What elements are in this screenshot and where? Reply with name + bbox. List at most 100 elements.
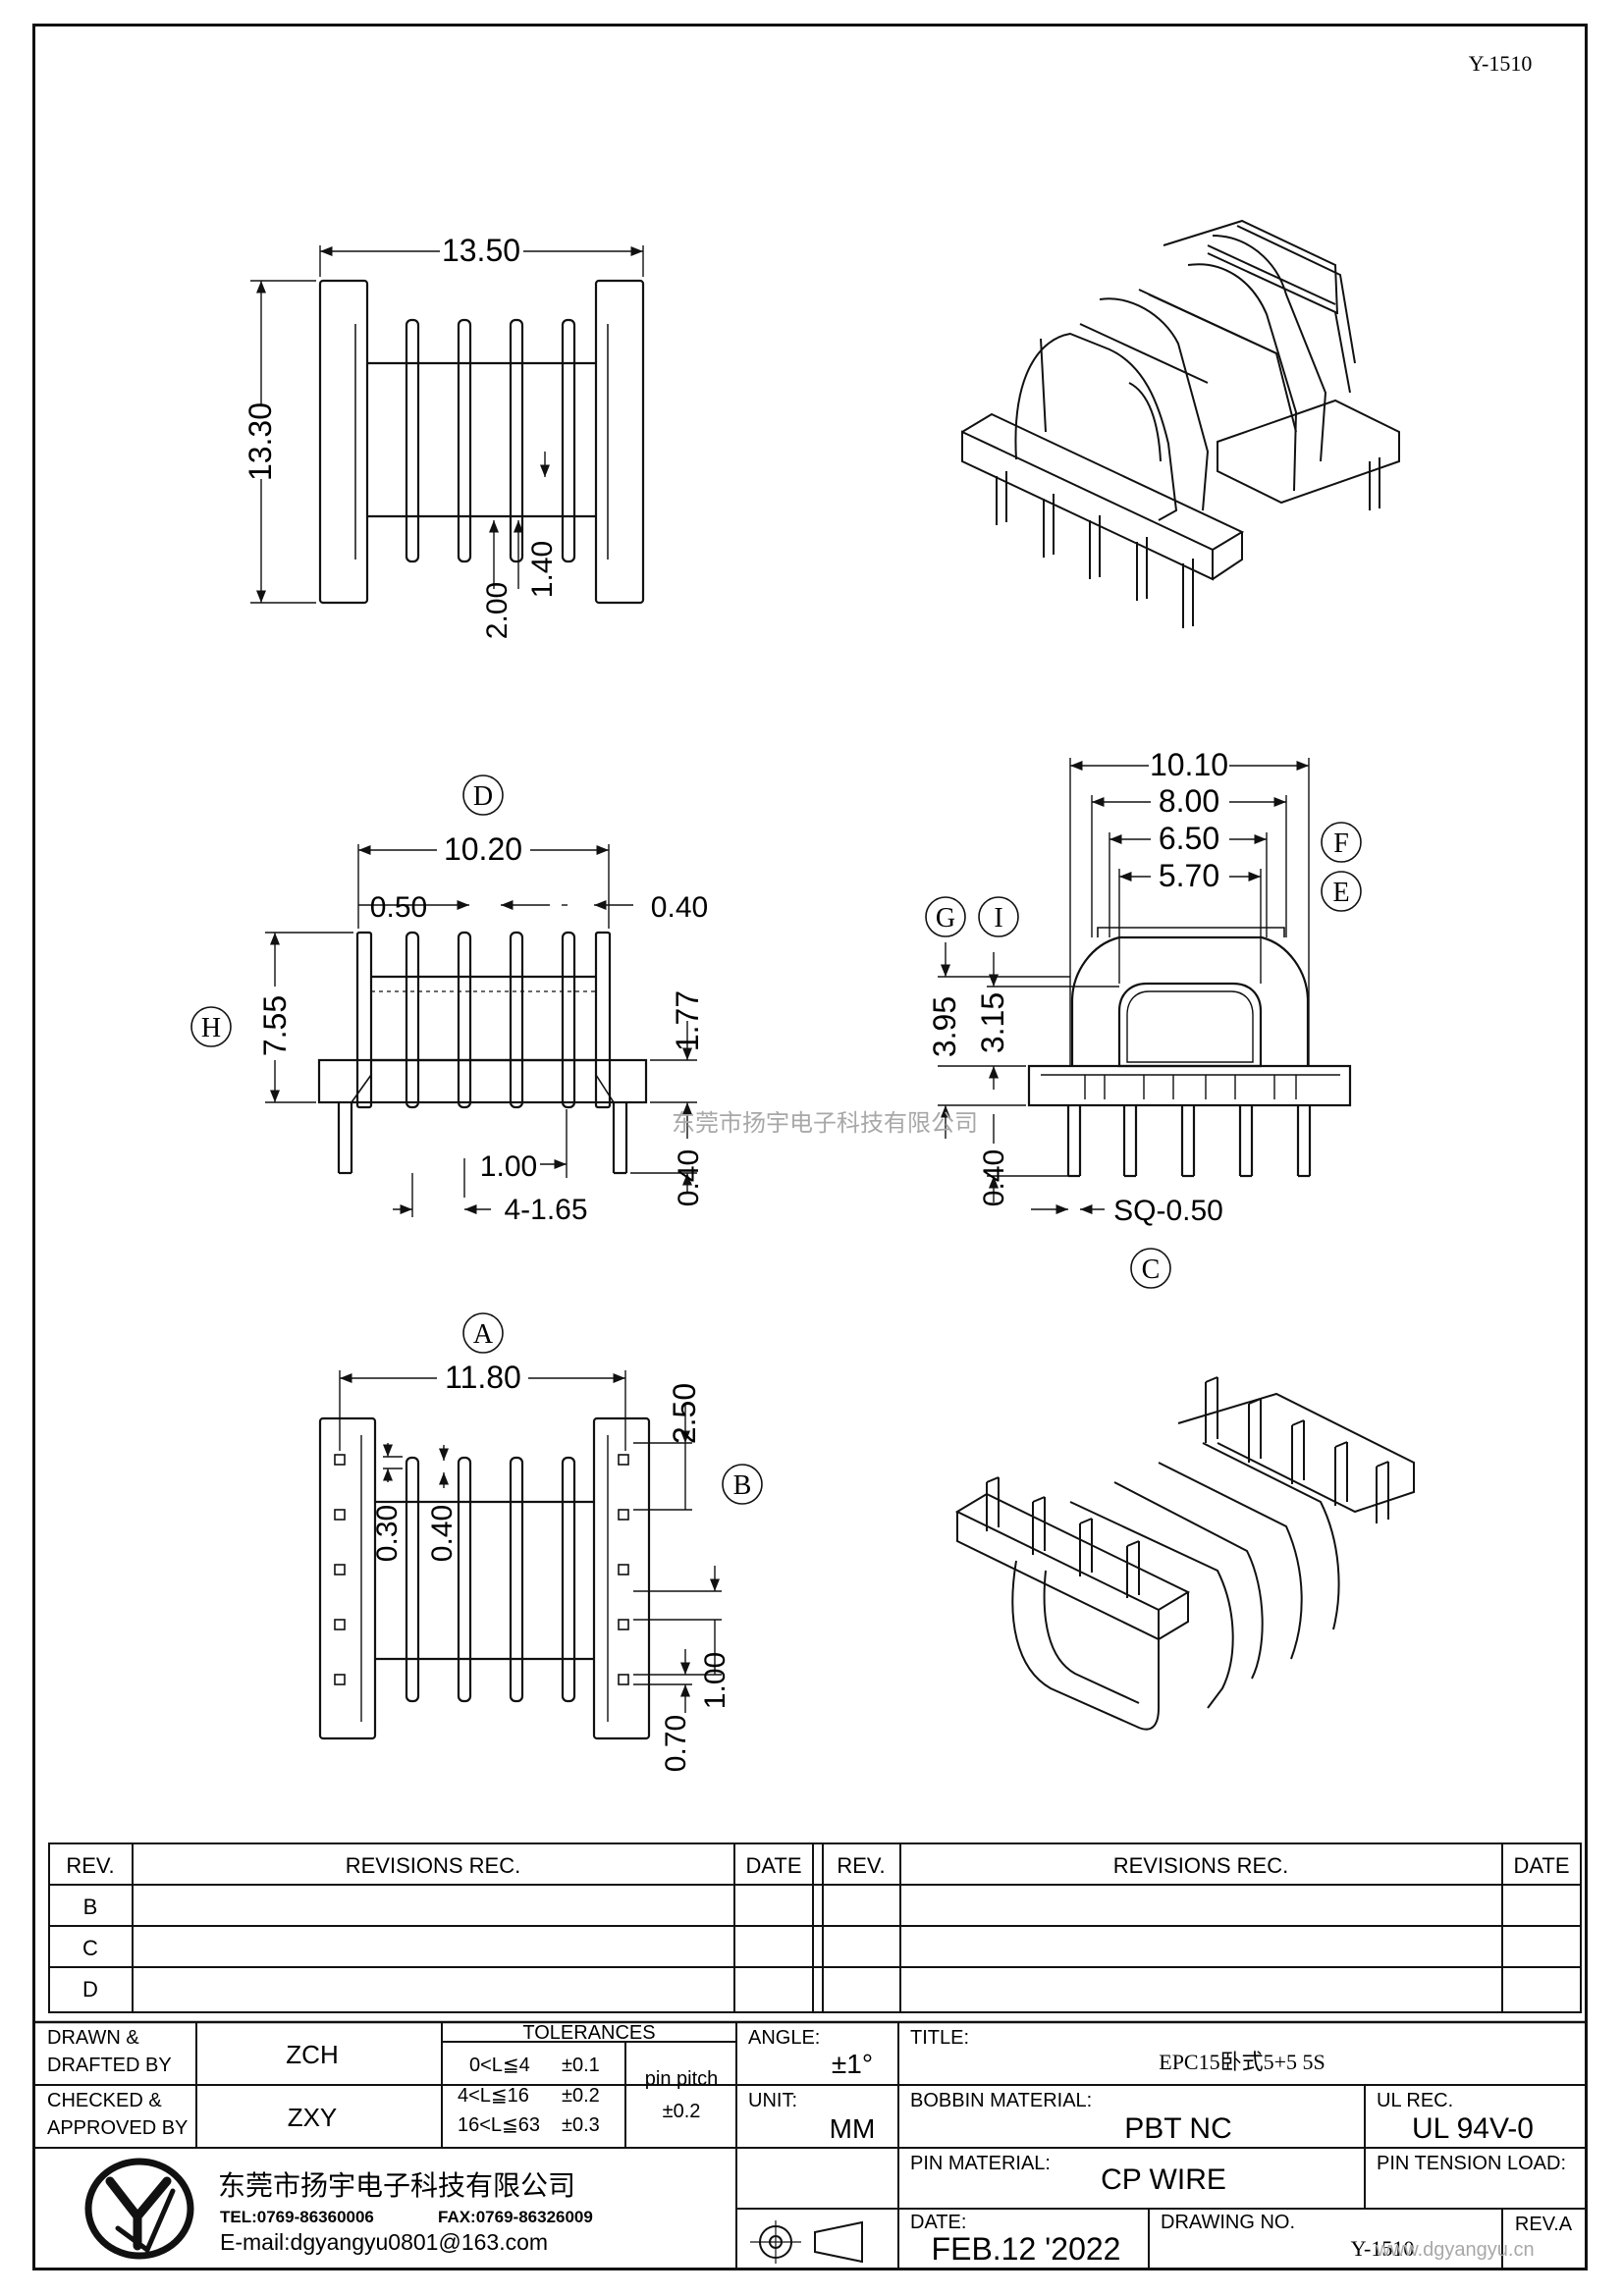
bottom-view: [318, 1370, 722, 1740]
tolerances-label: TOLERANCES: [522, 2022, 655, 2044]
angle-value: ±1°: [832, 2049, 873, 2079]
marker-h-circle: [190, 1006, 232, 1047]
tol-2-range: 4<L≦16: [458, 2085, 529, 2107]
marker-a: A: [473, 1319, 494, 1350]
ul-label: UL REC.: [1377, 2090, 1453, 2111]
checked-label-1: CHECKED &: [47, 2090, 162, 2111]
unit-label: UNIT:: [748, 2090, 797, 2111]
dim-top-a: 2.00: [481, 582, 514, 639]
tol-3-range: 16<L≦63: [458, 2114, 540, 2136]
tol-1-val: ±0.1: [562, 2055, 600, 2076]
marker-e-circle: [1321, 871, 1362, 912]
rec-header-right: REVISIONS REC.: [1113, 1853, 1288, 1878]
checked-label-2: APPROVED BY: [47, 2117, 188, 2139]
rev-row-d: D: [82, 1977, 98, 2002]
marker-h: H: [201, 1013, 221, 1043]
pin-pitch-val: ±0.2: [663, 2101, 701, 2122]
top-view: [250, 245, 645, 605]
side-view: [265, 844, 697, 1217]
dim-bottom-030: 0.30: [371, 1505, 404, 1562]
tol-3-val: ±0.3: [562, 2114, 600, 2136]
dim-top-width: 13.50: [442, 233, 520, 268]
dim-front-w3: 6.50: [1159, 821, 1219, 856]
marker-i: I: [994, 903, 1002, 934]
marker-a-circle: [462, 1312, 504, 1354]
marker-b: B: [733, 1470, 752, 1501]
tol-1-range: 0<L≦4: [469, 2055, 530, 2076]
angle-label: ANGLE:: [748, 2027, 820, 2049]
rev-header-left: REV.: [66, 1853, 114, 1878]
drawn-label-1: DRAWN &: [47, 2027, 139, 2049]
dim-side-pin-span: 4-1.65: [504, 1194, 587, 1226]
dim-side-width: 10.20: [444, 831, 522, 867]
marker-c-circle: [1130, 1248, 1171, 1289]
marker-c: C: [1142, 1255, 1161, 1285]
isometric-view-top: [961, 219, 1400, 628]
company-tel: TEL:0769-86360006: [220, 2208, 374, 2226]
drawn-value: ZCH: [286, 2040, 338, 2069]
dim-top-height: 13.30: [243, 402, 278, 481]
company-fax: FAX:0769-86326009: [438, 2208, 593, 2226]
dim-side-pitch: 1.00: [480, 1150, 537, 1183]
dim-bottom-pitch: 1.00: [699, 1652, 731, 1709]
projection-symbol-icon: [750, 2220, 863, 2264]
dim-side-left-gap: 0.50: [370, 891, 427, 924]
marker-d-circle: [462, 774, 504, 816]
marker-f: F: [1333, 828, 1349, 859]
marker-g-circle: [925, 896, 966, 937]
date-label: DATE:: [910, 2212, 966, 2233]
bobbin-label: BOBBIN MATERIAL:: [910, 2090, 1092, 2111]
dim-bottom-040: 0.40: [426, 1505, 459, 1562]
dim-front-w1: 10.10: [1150, 747, 1228, 782]
title-value: EPC15卧式5+5 5S: [1159, 2050, 1325, 2074]
rev-row-b: B: [83, 1895, 98, 1919]
marker-g: G: [936, 903, 955, 934]
company-name: 东莞市扬宇电子科技有限公司: [218, 2170, 575, 2201]
pin-material-value: CP WIRE: [1101, 2163, 1226, 2196]
date-header-right: DATE: [1513, 1853, 1569, 1878]
website-watermark: www.dgyangyu.cn: [1375, 2239, 1534, 2261]
date-header-left: DATE: [745, 1853, 801, 1878]
marker-d: D: [473, 781, 493, 812]
unit-value: MM: [830, 2113, 876, 2144]
watermark: 东莞市扬宇电子科技有限公司: [672, 1110, 978, 1137]
checked-value: ZXY: [288, 2103, 338, 2132]
dim-side-height: 7.55: [257, 995, 293, 1056]
dim-front-pin-size: SQ-0.50: [1113, 1195, 1223, 1227]
rev-a: REV.A: [1515, 2214, 1573, 2235]
drawn-label-2: DRAFTED BY: [47, 2055, 172, 2076]
marker-i-circle: [978, 896, 1019, 937]
dim-side-pin-len: 0.40: [673, 1149, 705, 1206]
date-value: FEB.12 '2022: [932, 2231, 1121, 2267]
front-view: [938, 758, 1352, 1215]
dim-front-pin-len: 0.40: [978, 1149, 1010, 1206]
dim-side-flange: 1.77: [670, 990, 705, 1051]
drawing-code: Y-1510: [1469, 51, 1533, 76]
ul-value: UL 94V-0: [1412, 2112, 1534, 2145]
dim-top-b: 1.40: [526, 541, 559, 598]
dim-front-h1: 3.95: [927, 996, 962, 1057]
pin-tension-label: PIN TENSION LOAD:: [1377, 2153, 1566, 2174]
dim-side-right-gap: 0.40: [651, 891, 708, 924]
title-block-lines: [35, 2020, 1585, 2268]
dim-bottom-top-off: 2.50: [667, 1383, 702, 1444]
dim-front-h2: 3.15: [975, 992, 1010, 1053]
title-label: TITLE:: [910, 2027, 969, 2049]
rev-row-c: C: [82, 1936, 98, 1960]
dim-bottom-pad: 0.70: [660, 1715, 692, 1772]
pin-material-label: PIN MATERIAL:: [910, 2153, 1051, 2174]
company-email: E-mail:dgyangyu0801@163.com: [220, 2229, 548, 2255]
dim-front-w2: 8.00: [1159, 783, 1219, 819]
drawing-no-label: DRAWING NO.: [1161, 2212, 1295, 2233]
rev-header-right: REV.: [837, 1853, 885, 1878]
drawing-no-value: Y-1510: [1351, 2236, 1415, 2261]
bobbin-value: PBT NC: [1124, 2112, 1231, 2145]
company-logo: [84, 2158, 194, 2260]
marker-b-circle: [722, 1464, 763, 1505]
marker-e: E: [1332, 878, 1349, 908]
pin-pitch-label: pin pitch: [645, 2068, 719, 2090]
marker-f-circle: [1321, 822, 1362, 863]
drawing-frame: [32, 24, 1588, 2270]
